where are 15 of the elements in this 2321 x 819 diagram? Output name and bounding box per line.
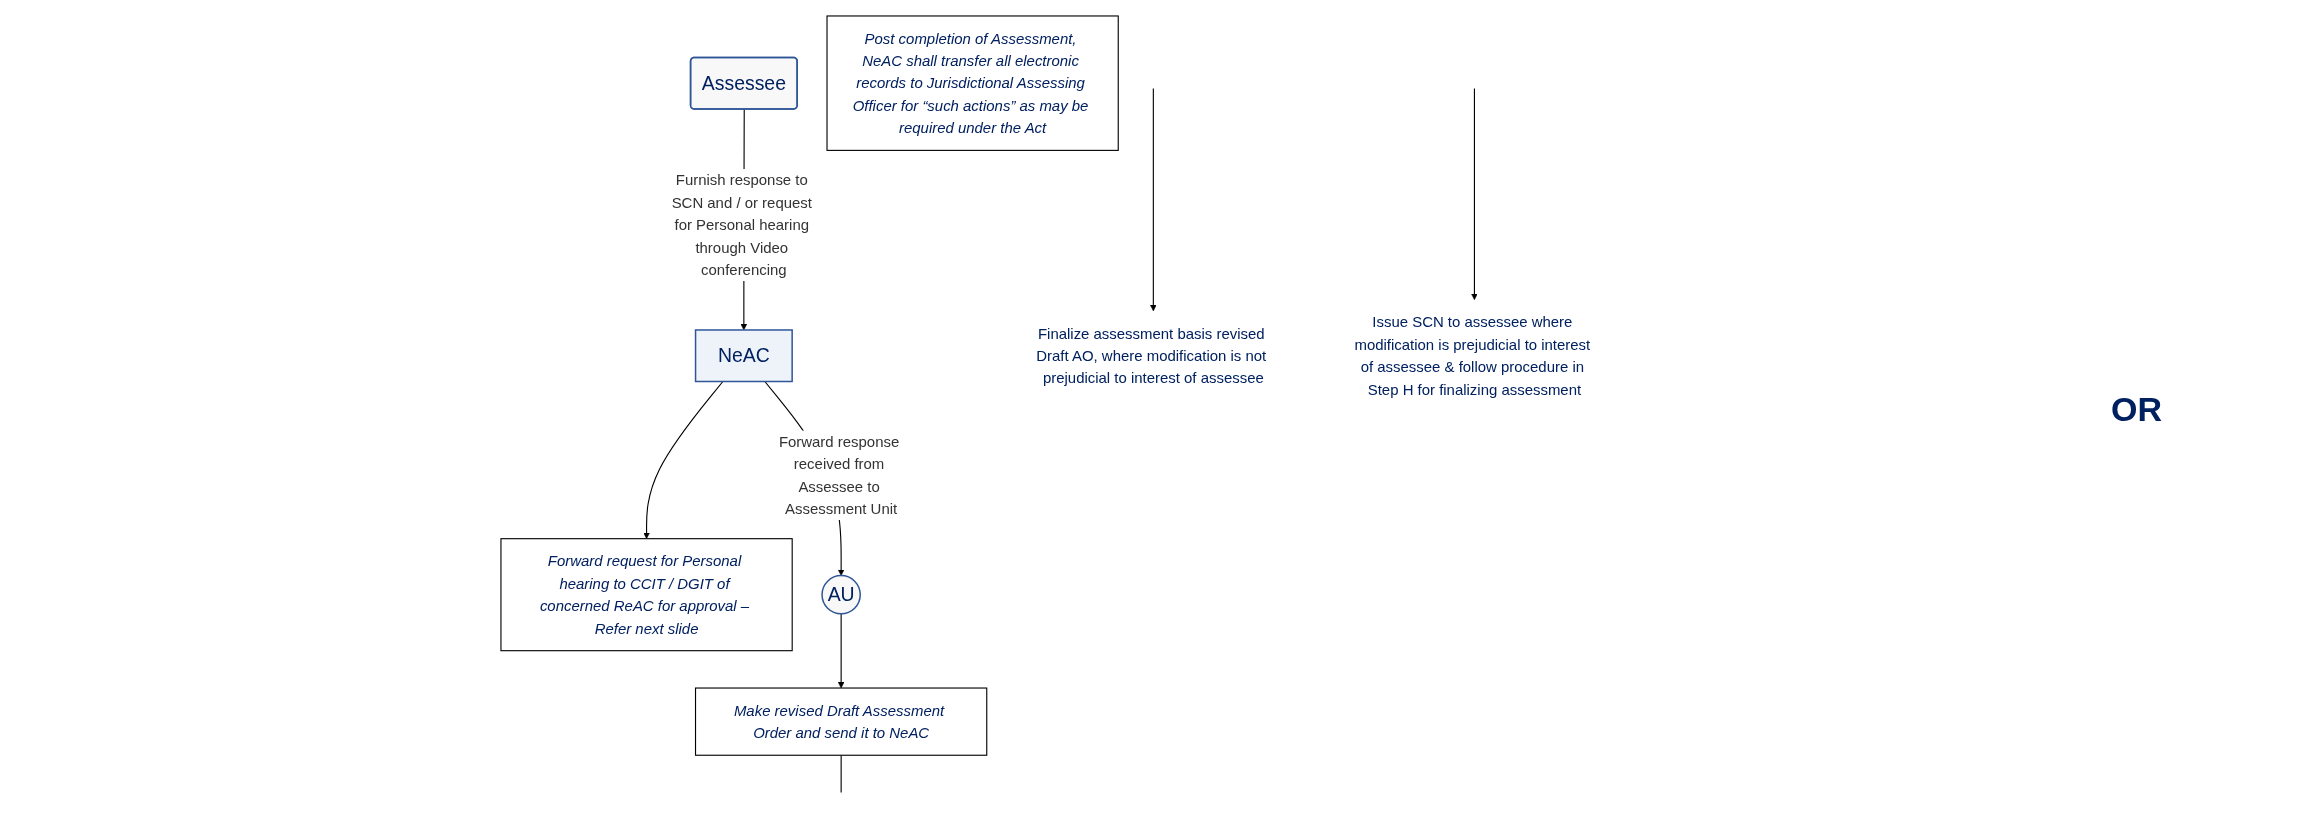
edge-label: Forward response received from Assessee to Assessment Unit (778, 433, 900, 518)
node-box: Forward request for Personal hearing to CCIT / DGIT of concerned ReAC for approval – Refer next slide (500, 538, 793, 652)
edge-label: Furnish response to SCN and / or request for Personal hearing through Video conferencing (671, 172, 812, 279)
node-box: Post completion of Assessment, NeAC shall transfer all electronic records to Jurisdictional Assessing Officer for “such actions” as may be required under the Act (826, 15, 1119, 151)
arrow (837, 613, 845, 689)
node-text: Issue SCN to assessee where modification is prejudicial to interest of assessee & follow procedure in Step H for finalizing assessment (1354, 313, 1591, 398)
arrow (1471, 87, 1478, 301)
node-text: Finalize assessment basis revised Draft AO, where modification is not prejudicial to interest of assessee (1036, 325, 1267, 387)
node-box: NeAC (694, 329, 793, 383)
node-box: Make revised Draft Assessment Order and send it to NeAC (694, 687, 988, 756)
arrow (643, 380, 724, 539)
or-label: OR (2111, 390, 2163, 429)
node-circle: AU (821, 574, 861, 615)
arrow (1150, 87, 1157, 312)
connector (840, 754, 842, 794)
